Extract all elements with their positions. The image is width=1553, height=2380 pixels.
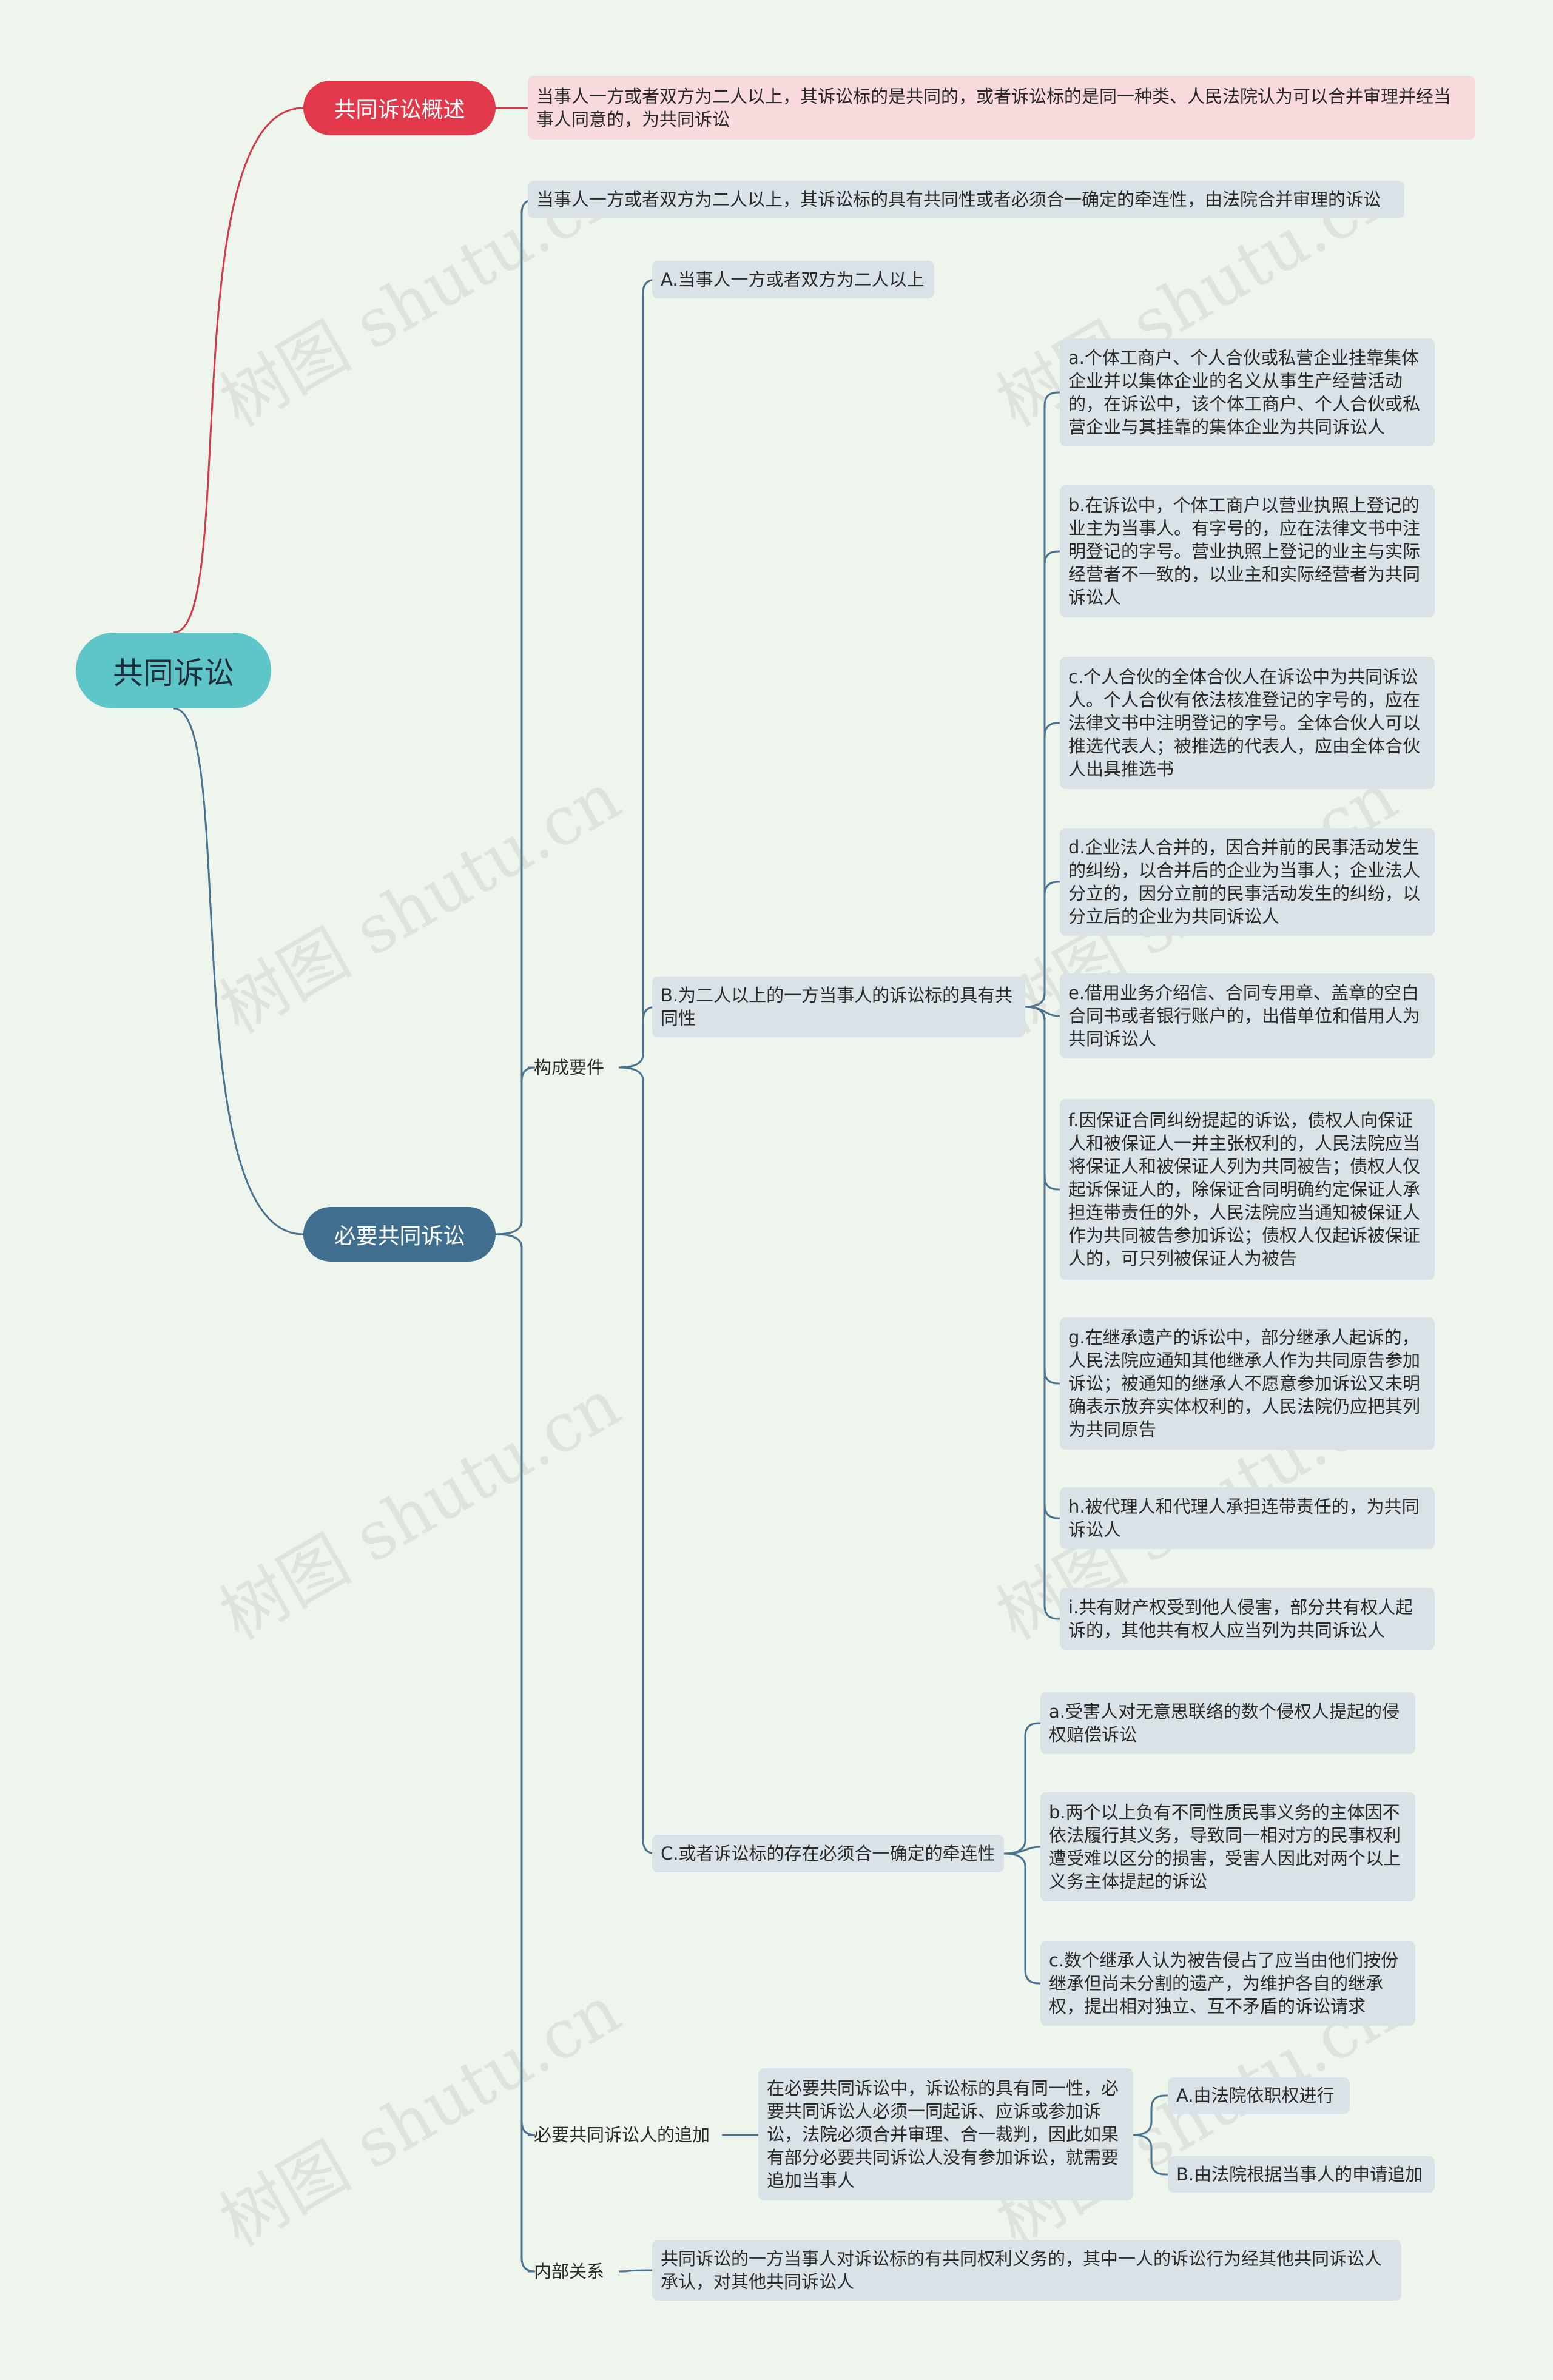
joinder-label[interactable]: 必要共同诉讼人的追加 xyxy=(534,2125,710,2145)
element-b-item[interactable]: i.共有财产权受到他人侵害，部分共有权人起诉的，其他共有权人应当列为共同诉讼人 xyxy=(1060,1588,1435,1650)
connector xyxy=(618,278,657,1069)
connector xyxy=(1025,550,1060,1008)
element-b-item[interactable]: g.在继承遗产的诉讼中，部分继承人起诉的，人民法院应通知其他继承人作为共同原告参… xyxy=(1060,1317,1435,1450)
element-b[interactable]: B.为二人以上的一方当事人的诉讼标的具有共同性 xyxy=(652,977,1025,1037)
connector xyxy=(495,1233,536,2273)
element-b-item[interactable]: b.在诉讼中，个体工商户以营业执照上登记的业主为当事人。有字号的，应在法律文书中… xyxy=(1060,485,1435,617)
connector xyxy=(1025,1006,1060,1519)
connector xyxy=(1025,881,1060,1008)
internal-label[interactable]: 内部关系 xyxy=(534,2261,605,2282)
connector xyxy=(1003,1722,1040,1855)
connector xyxy=(618,2269,653,2273)
root-topic[interactable]: 共同诉讼 xyxy=(76,633,271,708)
elements-label[interactable]: 构成要件 xyxy=(534,1057,605,1078)
element-c[interactable]: C.或者诉讼标的存在必须合一确定的牵连性 xyxy=(652,1835,1004,1872)
connector xyxy=(1133,2094,1168,2136)
element-b-item[interactable]: a.个体工商户、个人合伙或私营企业挂靠集体企业并以集体企业的名义从事生产经营活动… xyxy=(1060,338,1435,446)
necessary-definition[interactable]: 当事人一方或者双方为二人以上，其诉讼标的具有共同性或者必须合一确定的牵连性，由法… xyxy=(528,181,1404,218)
element-b-item[interactable]: f.因保证合同纠纷提起的诉讼，债权人向保证人和被保证人一并主张权利的，人民法院应… xyxy=(1060,1099,1435,1280)
connector xyxy=(1025,1006,1060,1385)
overview-topic[interactable]: 共同诉讼概述 xyxy=(303,81,496,135)
element-c-item[interactable]: a.受害人对无意思联络的数个侵权人提起的侵权赔偿诉讼 xyxy=(1040,1692,1415,1754)
overview-text[interactable]: 当事人一方或者双方为二人以上，其诉讼标的是共同的，或者诉讼标的是同一种类、人民法… xyxy=(528,76,1475,140)
joinder-item[interactable]: A.由法院依职权进行 xyxy=(1168,2077,1350,2114)
connector xyxy=(1025,722,1060,1008)
connector xyxy=(1003,1852,1040,1985)
connector xyxy=(1025,1006,1060,1191)
necessary-topic[interactable]: 必要共同诉讼 xyxy=(303,1207,496,1262)
connector xyxy=(1025,1006,1060,1620)
element-c-item[interactable]: c.数个继承人认为被告侵占了应当由他们按份继承但尚未分割的遗产，为维护各自的继承… xyxy=(1040,1941,1415,2026)
connector xyxy=(173,107,304,634)
connector xyxy=(495,1066,536,1235)
connector xyxy=(618,1066,657,1855)
element-b-item[interactable]: d.企业法人合并的，因合并前的民事活动发生的纠纷，以合并后的企业为当事人；企业法… xyxy=(1060,828,1435,936)
joinder-text[interactable]: 在必要共同诉讼中，诉讼标的具有同一性，必要共同诉讼人必须一同起诉、应诉或参加诉讼… xyxy=(758,2068,1133,2200)
connector xyxy=(495,1233,536,2136)
internal-text[interactable]: 共同诉讼的一方当事人对诉讼标的有共同权利义务的，其中一人的诉讼行为经其他共同诉讼… xyxy=(652,2240,1401,2301)
connector xyxy=(618,1006,657,1069)
joinder-item[interactable]: B.由法院根据当事人的申请追加 xyxy=(1168,2156,1435,2193)
element-b-item[interactable]: h.被代理人和代理人承担连带责任的，为共同诉讼人 xyxy=(1060,1487,1435,1549)
connector xyxy=(1133,2134,1168,2176)
connector xyxy=(173,707,304,1235)
element-c-item[interactable]: b.两个以上负有不同性质民事义务的主体因不依法履行其义务，导致同一相对方的民事权… xyxy=(1040,1792,1415,1901)
connector xyxy=(1025,391,1060,1008)
element-b-item[interactable]: e.借用业务介绍信、合同专用章、盖章的空白合同书或者银行账户的，出借单位和借用人… xyxy=(1060,973,1435,1058)
element-b-item[interactable]: c.个人合伙的全体合伙人在诉讼中为共同诉讼人。个人合伙有依法核准登记的字号的，应… xyxy=(1060,657,1435,789)
element-a[interactable]: A.当事人一方或者双方为二人以上 xyxy=(652,261,934,298)
